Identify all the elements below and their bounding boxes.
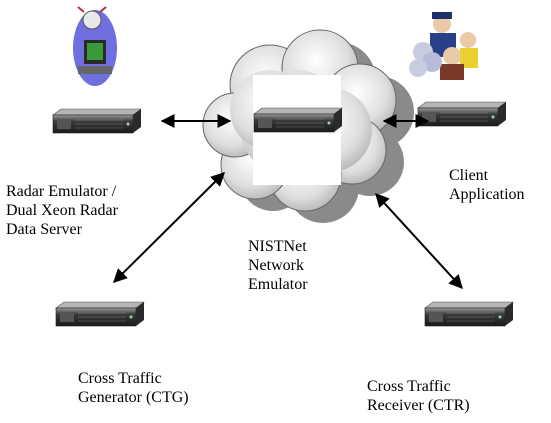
rack-server-icon — [417, 101, 507, 127]
cross-traffic-generator-label: Cross Traffic Generator (CTG) — [78, 370, 189, 406]
rack-server-icon — [424, 301, 514, 327]
radar-emulator-label: Radar Emulator / Dual Xeon Radar Data Se… — [6, 183, 118, 238]
arrow-cloud-to-ctr — [375, 192, 463, 290]
network-cloud-icon — [202, 29, 414, 223]
arrow-ctg-to-cloud — [113, 172, 225, 283]
rack-server-icon — [253, 107, 343, 133]
people-group-icon — [409, 12, 478, 80]
rack-server-icon — [52, 108, 142, 134]
client-application-label: Client Application — [449, 167, 525, 203]
nistnet-label: NISTNet Network Emulator — [248, 238, 308, 293]
radar-terminal-icon — [73, 6, 117, 86]
rack-server-icon — [55, 301, 145, 327]
cross-traffic-receiver-label: Cross Traffic Receiver (CTR) — [367, 378, 470, 414]
